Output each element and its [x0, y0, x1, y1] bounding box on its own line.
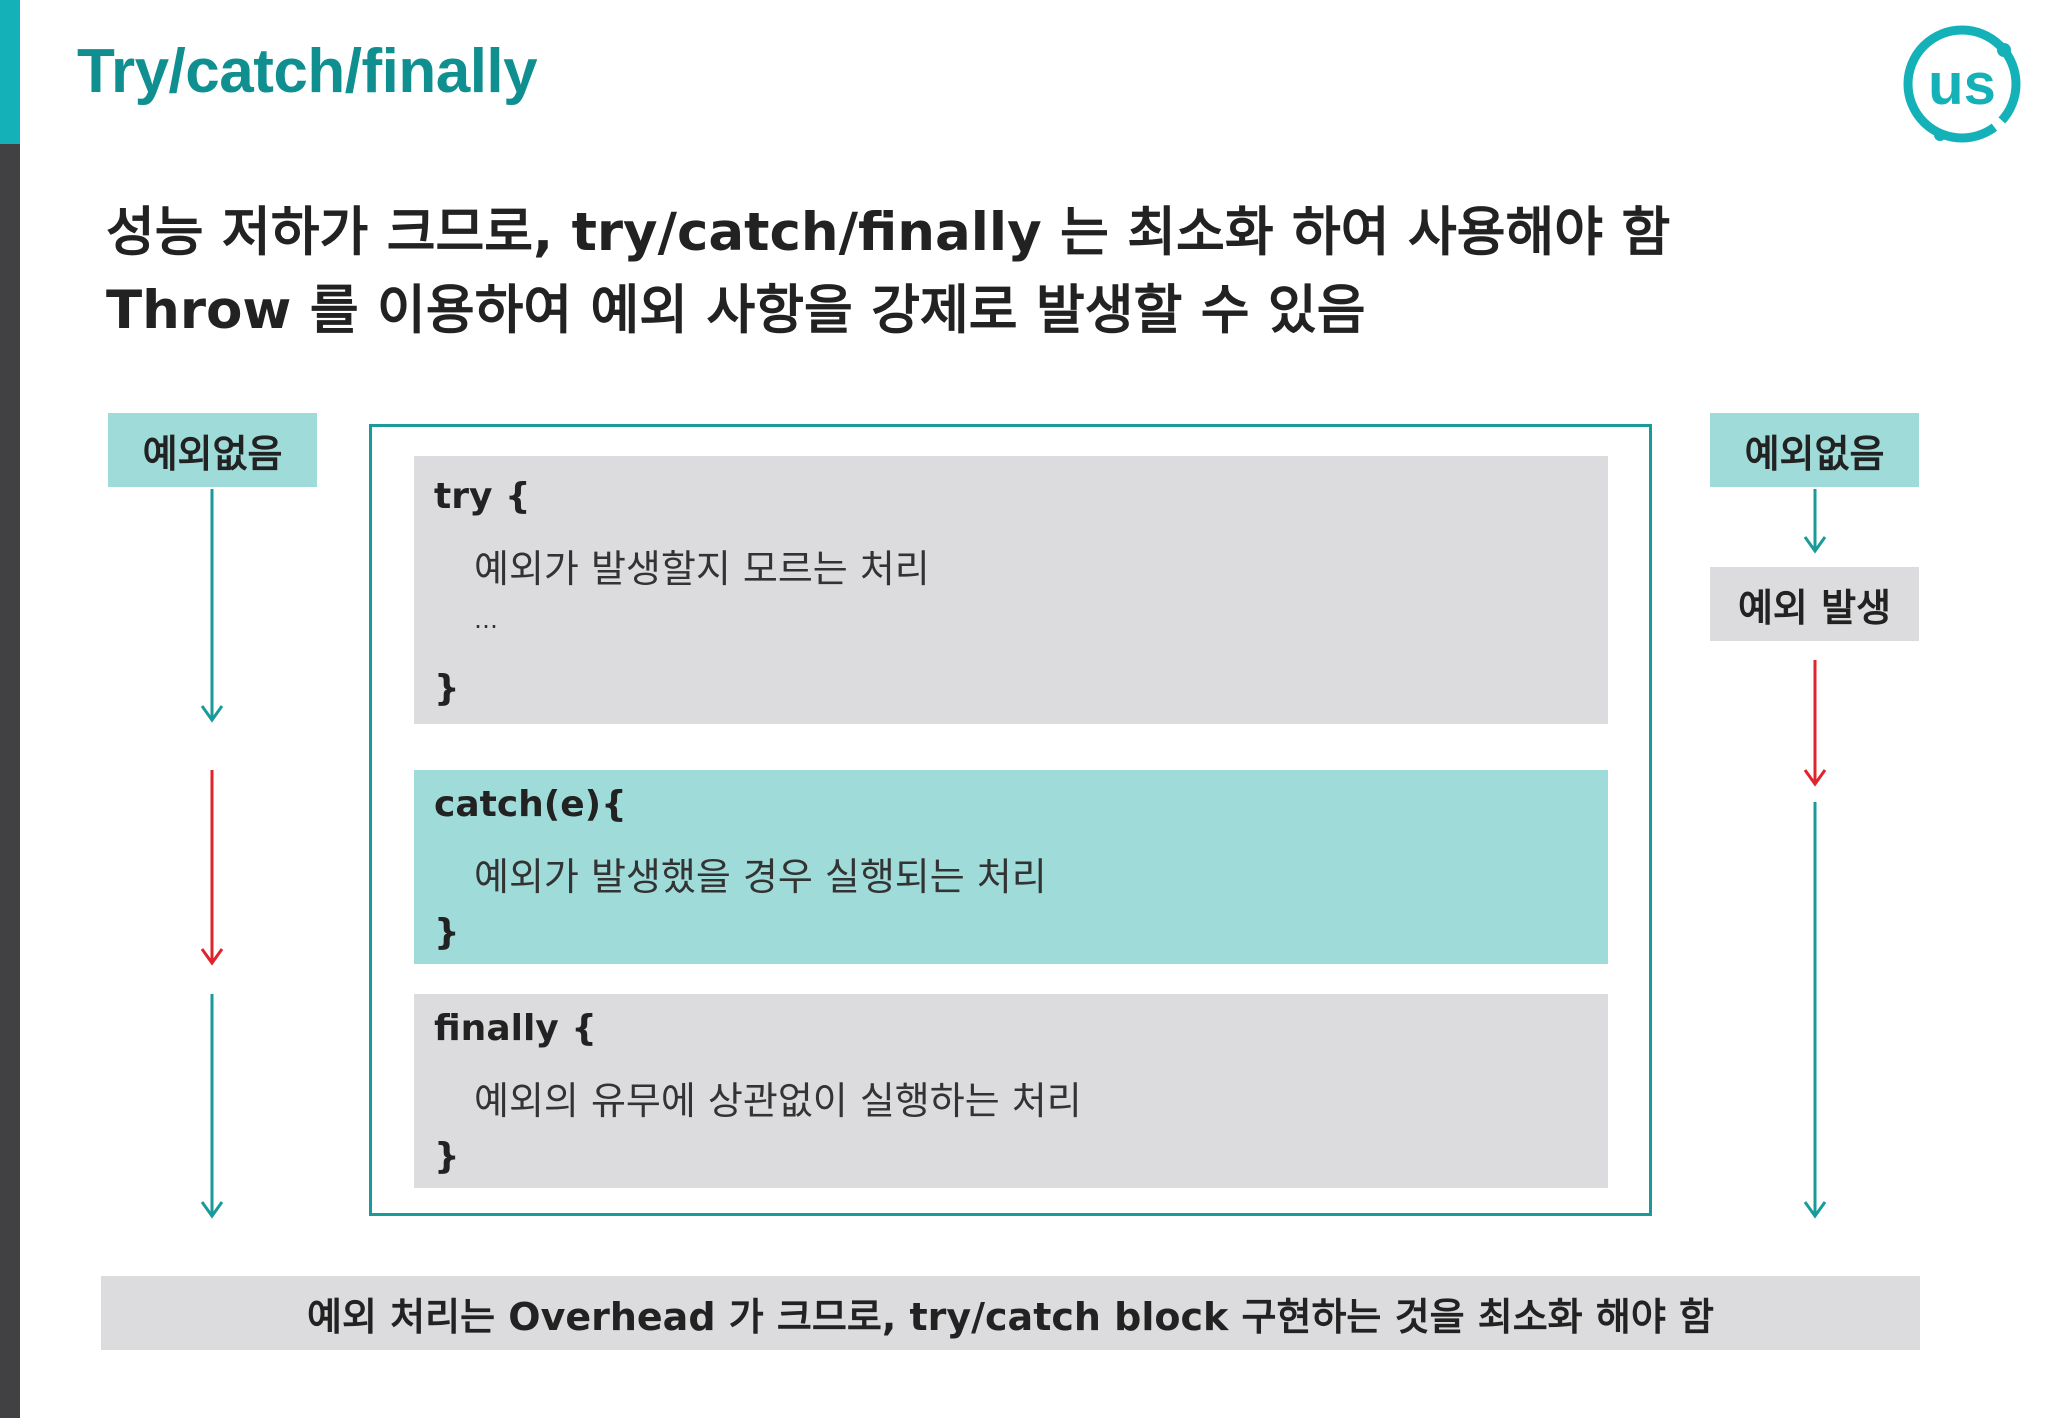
finally-block: finally { 예외의 유무에 상관없이 실행하는 처리 }: [414, 994, 1608, 1188]
left-arrow-finally: [200, 994, 224, 1219]
bullet-1: 성능 저하가 크므로, try/catch/finally 는 최소화 하여 사…: [106, 202, 1671, 263]
no-exception-label-right: 예외없음: [1710, 413, 1919, 487]
bullet-2: Throw 를 이용하여 예외 사항을 강제로 발생할 수 있음: [106, 280, 1366, 341]
left-sidebar-strip: [0, 0, 20, 1418]
catch-open: catch(e){: [434, 784, 627, 825]
logo: us: [1900, 22, 2024, 146]
right-arrow-to-exception: [1803, 489, 1827, 554]
try-close: }: [434, 668, 460, 709]
exception-occurs-label: 예외 발생: [1710, 567, 1919, 641]
logo-text: us: [1928, 52, 1996, 117]
try-open: try {: [434, 476, 531, 517]
right-arrow-finally: [1803, 802, 1827, 1219]
code-frame: [369, 424, 1652, 1216]
no-exception-label-left: 예외없음: [108, 413, 317, 487]
try-ellipsis: …: [474, 606, 498, 634]
left-arrow-catch: [200, 770, 224, 966]
catch-desc: 예외가 발생했을 경우 실행되는 처리: [474, 855, 1047, 899]
catch-block: catch(e){ 예외가 발생했을 경우 실행되는 처리 }: [414, 770, 1608, 964]
try-desc: 예외가 발생할지 모르는 처리: [474, 547, 930, 591]
catch-close: }: [434, 912, 460, 953]
try-block: try { 예외가 발생할지 모르는 처리 … }: [414, 456, 1608, 724]
finally-close: }: [434, 1136, 460, 1177]
finally-desc: 예외의 유무에 상관없이 실행하는 처리: [474, 1079, 1082, 1123]
left-sidebar-accent: [0, 0, 20, 144]
footer-note: 예외 처리는 Overhead 가 크므로, try/catch block 구…: [101, 1276, 1920, 1350]
left-arrow-try: [200, 489, 224, 723]
finally-open: finally {: [434, 1008, 597, 1049]
slide-title: Try/catch/finally: [77, 37, 538, 106]
right-arrow-catch: [1803, 660, 1827, 787]
